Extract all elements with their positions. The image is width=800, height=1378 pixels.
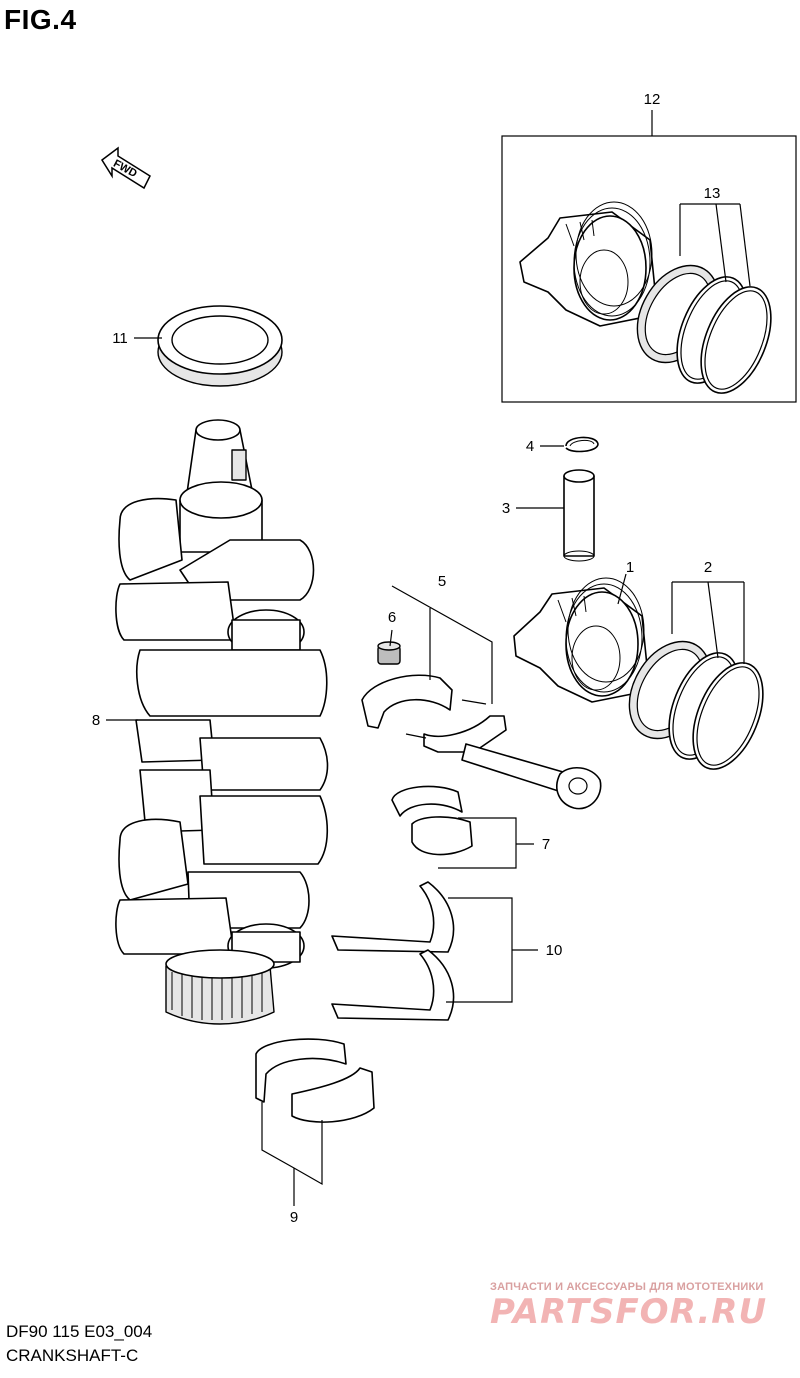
- callout-12: 12: [644, 91, 661, 108]
- callout-13: 13: [704, 185, 721, 202]
- callout-4: 4: [526, 438, 534, 455]
- fwd-arrow-icon: FWD: [100, 146, 151, 190]
- piston: [513, 577, 649, 703]
- watermark-tagline: ЗАПЧАСТИ И АКСЕССУАРЫ ДЛЯ МОТОТЕХНИКИ: [490, 1281, 764, 1293]
- callout-3: 3: [502, 500, 510, 517]
- callout-2: 2: [704, 559, 712, 576]
- piston-pin: [563, 469, 595, 562]
- callout-9: 9: [290, 1209, 298, 1226]
- crankshaft: [115, 419, 329, 1025]
- leader-lines: [106, 110, 751, 1206]
- callout-8: 8: [92, 712, 100, 729]
- piston-kit-box: [501, 135, 797, 403]
- kit-piston: [519, 201, 657, 327]
- connecting-rod: [361, 674, 602, 810]
- thrust-washers: [331, 881, 455, 1021]
- conrod-bearing: [391, 785, 473, 856]
- piston-ring-set: [628, 640, 764, 770]
- callout-11: 11: [112, 330, 128, 347]
- diagram-name: CRANKSHAFT-C: [6, 1346, 139, 1365]
- callout-labels: 1 2 3 4 5 6 7 8 9 10 11 12 13: [92, 91, 721, 1226]
- watermark-logo: PARTSFOR.RU: [490, 1292, 768, 1332]
- callout-1: 1: [626, 559, 634, 576]
- conrod-nut: [377, 641, 401, 665]
- circlip: [565, 436, 599, 453]
- main-bearing: [255, 1038, 375, 1123]
- callout-6: 6: [388, 609, 396, 626]
- oil-seal: [157, 305, 283, 387]
- callout-5: 5: [438, 573, 446, 590]
- diagram-code: DF90 115 E03_004: [6, 1322, 153, 1341]
- callout-7: 7: [542, 836, 550, 853]
- kit-ring-set: [636, 264, 772, 394]
- callout-10: 10: [546, 942, 563, 959]
- figure-title: FIG.4: [4, 4, 77, 35]
